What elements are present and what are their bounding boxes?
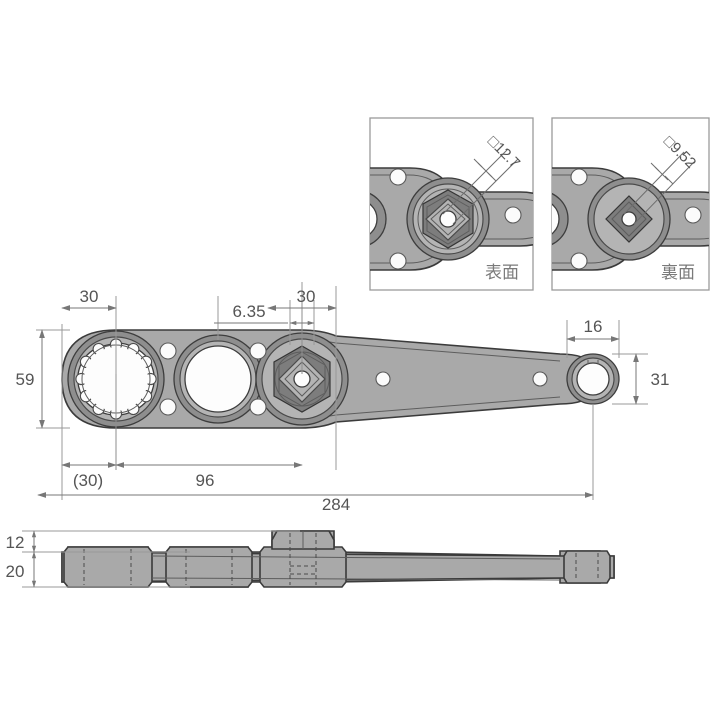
inset-back-left-ring [552,192,569,246]
dim-12-label: 12 [6,533,25,552]
end-eye-hole [576,362,610,396]
dim-left-30-label: 30 [80,287,99,306]
dim-59: 59 [16,329,45,429]
dim-30-paren-label: (30) [73,471,103,490]
dim-right-30-label: 30 [297,287,316,306]
dim-96-label: 96 [196,471,215,490]
dim-635: 6.35 [214,302,315,326]
inset-back-hole-bottom-left [570,252,588,270]
inset-front-hex-inner [426,194,470,245]
inset-front-leader [442,148,519,225]
inset-back-leader [623,151,695,225]
side-view-ring-boss [63,546,153,588]
side-view-center-boss [165,546,253,588]
body-hole-top-right [249,342,267,360]
side-view-hidden-lines [83,533,599,585]
handle-hole-right [532,371,548,387]
handle-hole-left [375,371,391,387]
dim-59-label: 59 [16,370,35,389]
inset-back-hole-top-left [570,168,588,186]
body-hole-bottom-left [159,398,177,416]
side-view-shadow [151,577,561,581]
side-view-drive-boss [259,546,347,588]
inset-panel-back-face: □9.52 裏面 [551,117,710,291]
body-hole-bottom-right [249,398,267,416]
dim-20-label: 20 [6,562,25,581]
inset-front-head-ring-3 [417,188,479,250]
dim-30-paren: (30) [61,462,117,490]
inset-back-left-bore [552,203,560,235]
inset-front-hole-right [504,206,522,224]
inset-back-center-pin [621,211,637,227]
inset-front-caption: 表面 [485,263,519,283]
center-bore-hole [184,345,252,413]
inset-panel-front-face: □12.7 表面 [369,117,534,291]
dim-left-30: 30 [61,287,117,311]
inset-front-hole-bottom-left [389,252,407,270]
inset-back-square-drive-inner [611,201,647,237]
inset-front-geometry [370,167,533,271]
dim-635-label: 6.35 [232,302,265,321]
end-eye-notch [587,360,599,364]
side-view [61,530,615,588]
inset-front-square-drive-inner [430,203,466,236]
side-view-end-eye-boss [563,550,611,584]
inset-front-hole-top-left [389,168,407,186]
inset-front-center-pin [439,210,457,228]
dim-284: 284 [37,492,594,514]
dim-31: 31 [633,353,670,405]
dim-right-30: 30 [267,287,337,311]
body-hole-top-left [159,342,177,360]
inset-front-left-ring [370,192,387,246]
dim-16: 16 [566,317,620,342]
plan-view [61,329,620,429]
plan-view-dimensions: 30 30 6.35 16 59 31 [16,282,670,514]
side-view-dimensions: 12 20 [6,530,300,588]
dim-31-label: 31 [651,370,670,389]
drive-head-square-inner [284,361,320,397]
inset-back-geometry [552,167,709,271]
dim-284-label: 284 [322,495,350,514]
dim-16-label: 16 [584,317,603,336]
inset-front-left-bore [370,203,378,235]
inset-back-caption: 裏面 [661,262,695,283]
inset-back-hole-right [684,206,702,224]
dim-96: 96 [115,462,303,490]
side-view-highlight [151,555,561,560]
